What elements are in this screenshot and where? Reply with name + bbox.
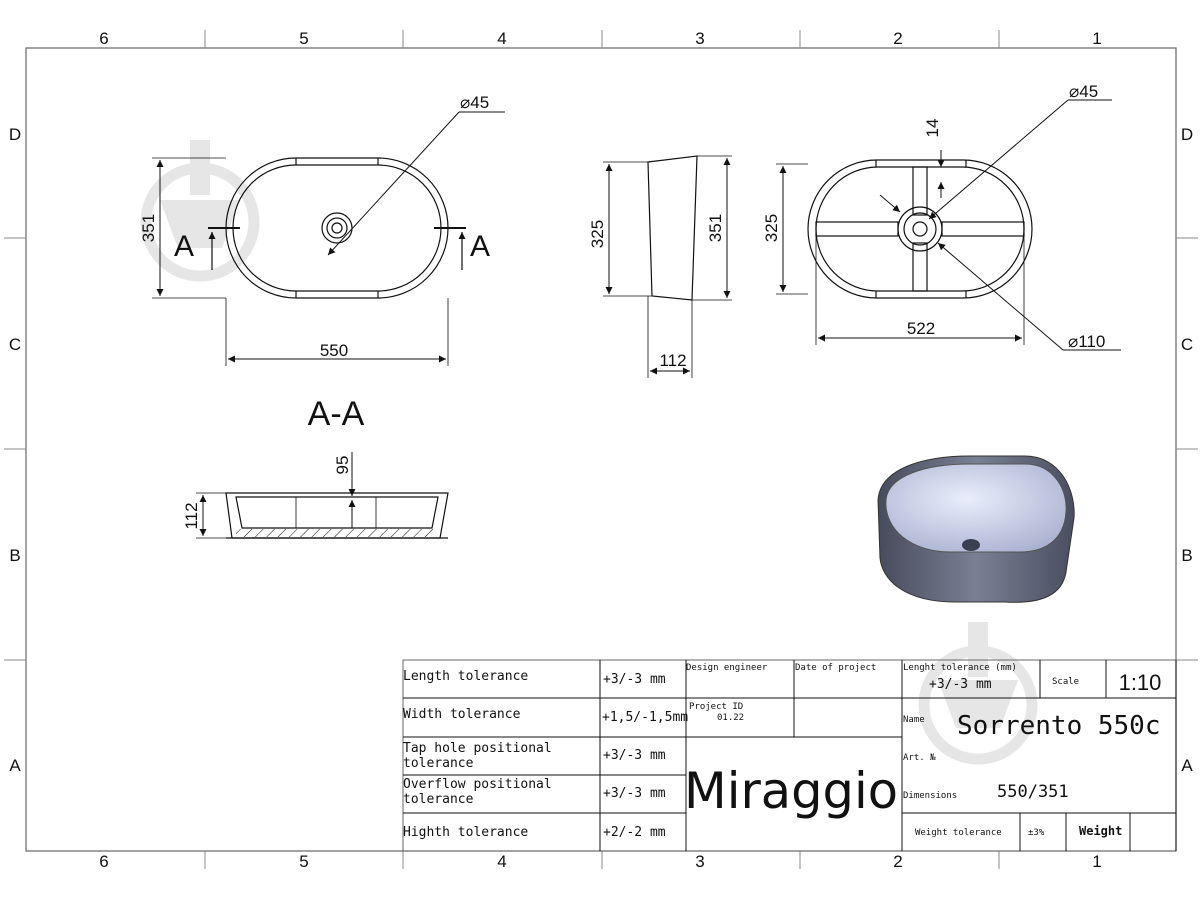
section-mark-right: A	[470, 230, 490, 263]
top-hole-dim: ⌀45	[460, 93, 489, 112]
product-name: Sorrento 550c	[957, 711, 1161, 741]
col-label: 1	[1092, 29, 1101, 48]
name-label: Name	[903, 715, 925, 725]
side-view	[603, 155, 732, 378]
tolerance-value: +1,5/-1,5mm	[602, 710, 688, 725]
date-of-project-label: Date of project	[795, 663, 876, 673]
tolerance-table: Length tolerance +3/-3 mm Width toleranc…	[403, 669, 688, 840]
col-label: 5	[299, 29, 308, 48]
title-block	[402, 659, 1177, 852]
tolerance-label: Length tolerance	[403, 669, 528, 684]
zone-labels: 6 5 4 3 2 1 6 5 4 3 2 1 D C B A D C B A	[9, 29, 1193, 871]
tolerance-value: +3/-3 mm	[603, 672, 666, 687]
tolerance-value: +3/-3 mm	[603, 786, 666, 801]
side-outer-height-dim: 351	[706, 214, 725, 242]
bottom-outlet-dim: ⌀110	[1068, 332, 1105, 351]
scale-label: Scale	[1052, 677, 1079, 687]
tolerance-label: Width tolerance	[403, 707, 521, 722]
col-label: 3	[695, 852, 704, 871]
col-label: 4	[497, 29, 506, 48]
section-view	[196, 452, 449, 539]
art-label: Art. №	[903, 753, 936, 763]
scale-value: 1:10	[1119, 670, 1162, 695]
basin-render	[877, 455, 1075, 603]
col-label: 5	[299, 852, 308, 871]
tolerance-value: +2/-2 mm	[603, 825, 666, 840]
row-label: C	[9, 335, 21, 354]
tolerance-label: Highth tolerance	[403, 825, 528, 840]
project-id-label: Project ID	[689, 702, 743, 712]
col-label: 6	[99, 852, 108, 871]
row-label: A	[1181, 756, 1193, 775]
top-view	[152, 111, 505, 366]
bottom-view	[776, 99, 1121, 351]
row-label: B	[1181, 546, 1192, 565]
row-label: A	[9, 756, 21, 775]
bottom-width-dim: 522	[907, 319, 935, 338]
col-label: 2	[893, 29, 902, 48]
bottom-height-dim: 325	[762, 214, 781, 242]
row-label: D	[1181, 125, 1193, 144]
watermark-icon	[918, 622, 1038, 765]
bottom-hole-dim: ⌀45	[1069, 82, 1098, 101]
title-meta: Design engineer Date of project Project …	[684, 663, 1161, 838]
watermark-icon	[140, 140, 260, 282]
col-label: 6	[99, 29, 108, 48]
tolerance-value: +3/-3 mm	[603, 748, 666, 763]
side-depth-dim: 112	[659, 351, 686, 370]
col-label: 1	[1092, 852, 1101, 871]
row-label: C	[1181, 335, 1193, 354]
col-label: 2	[893, 852, 902, 871]
design-engineer-label: Design engineer	[686, 663, 768, 673]
project-id: 01.22	[717, 713, 744, 723]
weight-tol-label: Weight tolerance	[915, 828, 1002, 838]
tolerance-label: Overflow positional	[403, 777, 552, 792]
dimensions-label: Dimensions	[903, 791, 957, 801]
col-label: 3	[695, 29, 704, 48]
weight-tol-value: ±3%	[1028, 828, 1045, 838]
tolerance-label-cont: tolerance	[403, 756, 474, 771]
top-width-dim: 550	[320, 341, 348, 360]
section-depth-dim: 95	[333, 456, 352, 475]
brand-logo: Miraggio	[684, 762, 898, 820]
side-inner-height-dim: 325	[588, 220, 607, 248]
length-tol-value: +3/-3 mm	[929, 677, 992, 692]
tolerance-label: Tap hole positional	[403, 741, 552, 756]
dimensions-value: 550/351	[997, 782, 1069, 802]
row-label: D	[9, 125, 21, 144]
tolerance-label-cont: tolerance	[403, 792, 474, 807]
col-label: 4	[497, 852, 506, 871]
weight-label: Weight	[1079, 824, 1122, 838]
section-mark-left: A	[174, 230, 194, 263]
section-title: A-A	[308, 395, 365, 433]
bottom-rib-dim: 14	[923, 119, 942, 138]
row-label: B	[9, 546, 20, 565]
length-tol-label: Lenght tolerance (mm)	[903, 663, 1017, 673]
top-height-dim: 351	[139, 214, 158, 242]
section-height-dim: 112	[182, 502, 201, 529]
